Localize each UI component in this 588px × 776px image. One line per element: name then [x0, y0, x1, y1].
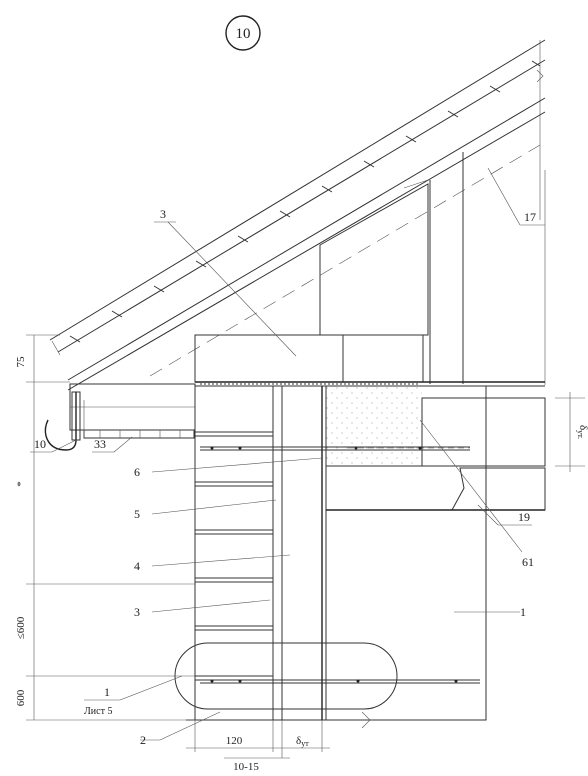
callout-33: 33: [94, 437, 106, 451]
detail-number: 10: [236, 26, 251, 42]
callout-6: 6: [134, 465, 140, 479]
parapet-block: [319, 179, 429, 336]
dim-10-15: 10-15: [233, 761, 259, 773]
detail-number-circle: 10: [225, 15, 261, 51]
dimension-texts: 75 * ≤600 600 120 10-15 δут δут.: [15, 356, 588, 773]
callout-19: 19: [518, 510, 530, 524]
top-brick-course: [194, 334, 545, 387]
callout-4: 4: [134, 559, 140, 573]
callout-3-low: 3: [134, 605, 140, 619]
roof-strut: [429, 152, 546, 385]
floor-slab: [326, 386, 546, 511]
masonry-reinforcement: [200, 383, 480, 684]
callout-17: 17: [524, 210, 536, 224]
dim-slab-insulation: δут.: [576, 425, 588, 439]
dim-star: *: [15, 481, 27, 487]
callout-1-left: 1: [104, 685, 110, 699]
callout-2: 2: [140, 733, 146, 747]
callout-5: 5: [134, 507, 140, 521]
callout-61: 61: [522, 555, 534, 569]
dim-insulation: δут: [296, 735, 309, 748]
sheet-reference: Лист 5: [84, 706, 112, 717]
facing-brick-layer: [194, 385, 274, 721]
callouts: 3 17 10 33 6 5 4 3 19 61 1 1 Лист 5 2: [34, 207, 536, 747]
dim-75: 75: [15, 356, 27, 368]
callout-10: 10: [34, 437, 46, 451]
bottom-break-line: [186, 711, 486, 729]
callout-1-right: 1: [520, 605, 526, 619]
dim-le-600: ≤600: [15, 616, 27, 639]
leader-lines: [30, 167, 545, 741]
dim-120: 120: [226, 735, 243, 747]
roof-covering: [49, 39, 546, 391]
insulation-layer: [281, 385, 327, 721]
callout-3-top: 3: [160, 207, 166, 221]
eave-box: [44, 383, 196, 451]
dim-600: 600: [15, 689, 27, 706]
air-gap: [272, 385, 283, 721]
dimension-lines: [26, 334, 585, 759]
